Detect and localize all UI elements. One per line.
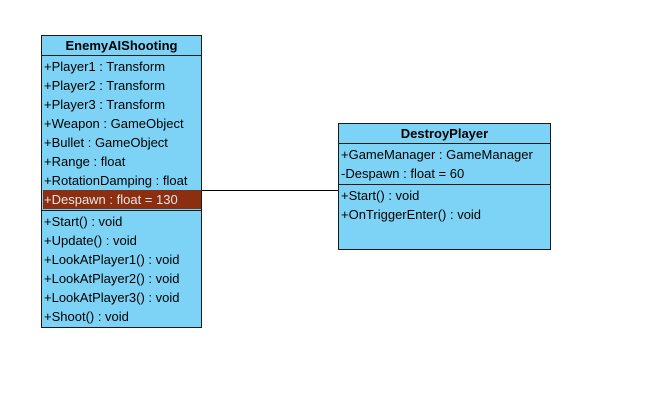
operation-row[interactable]: +LookAtPlayer2() : void	[44, 271, 180, 286]
attribute-row-selected[interactable]: +Despawn : float = 130	[43, 190, 201, 209]
class-destroy-player[interactable]: DestroyPlayer +GameManager : GameManager…	[338, 123, 551, 250]
attribute-row[interactable]: +Player2 : Transform	[44, 78, 166, 93]
class-name: EnemyAIShooting	[42, 36, 201, 56]
operation-row[interactable]: +Start() : void	[44, 214, 123, 229]
attribute-row[interactable]: +GameManager : GameManager	[341, 147, 533, 162]
operations-compartment: +Start() : void +OnTriggerEnter() : void	[339, 184, 550, 225]
association-line[interactable]	[202, 190, 339, 191]
attribute-row[interactable]: +Player3 : Transform	[44, 97, 166, 112]
attribute-row[interactable]: +RotationDamping : float	[44, 173, 188, 188]
attribute-row[interactable]: +Weapon : GameObject	[44, 116, 184, 131]
operation-row[interactable]: +LookAtPlayer1() : void	[44, 252, 180, 267]
attributes-compartment: +Player1 : Transform +Player2 : Transfor…	[42, 56, 201, 210]
operation-row[interactable]: +Shoot() : void	[44, 309, 129, 324]
operations-compartment: +Start() : void +Update() : void +LookAt…	[42, 210, 201, 327]
attributes-compartment: +GameManager : GameManager -Despawn : fl…	[339, 144, 550, 184]
operation-row[interactable]: +Start() : void	[341, 188, 420, 203]
attribute-row[interactable]: -Despawn : float = 60	[341, 166, 465, 181]
class-name: DestroyPlayer	[339, 124, 550, 144]
operation-row[interactable]: +OnTriggerEnter() : void	[341, 207, 482, 222]
attribute-row[interactable]: +Player1 : Transform	[44, 59, 166, 74]
class-enemy-ai-shooting[interactable]: EnemyAIShooting +Player1 : Transform +Pl…	[41, 35, 202, 328]
operation-row[interactable]: +Update() : void	[44, 233, 137, 248]
operation-row[interactable]: +LookAtPlayer3() : void	[44, 290, 180, 305]
attribute-row[interactable]: +Bullet : GameObject	[44, 135, 168, 150]
attribute-row[interactable]: +Range : float	[44, 154, 126, 169]
